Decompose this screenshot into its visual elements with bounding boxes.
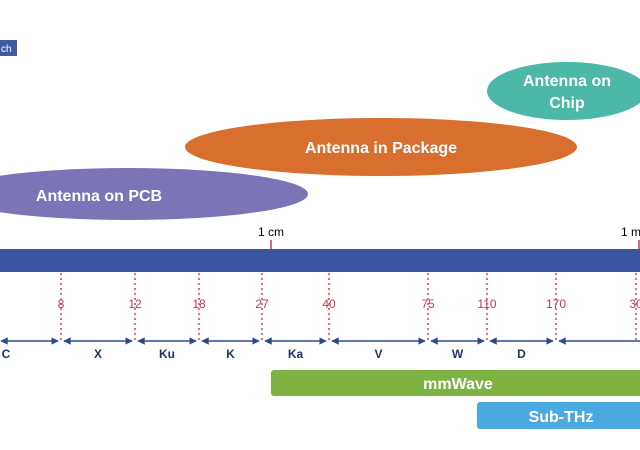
band-label-k: K — [226, 347, 235, 361]
scale-bar — [0, 249, 640, 272]
ellipse-antenna-on-chip-label-line2: Chip — [549, 95, 585, 112]
scale-label-1cm: 1 cm — [258, 225, 284, 239]
range-sub-thz-label: Sub-THz — [529, 409, 594, 426]
ellipse-antenna-on-chip-shape — [487, 62, 640, 120]
band-label-ka: Ka — [288, 347, 304, 361]
band-label-ku: Ku — [159, 347, 175, 361]
band-label-v: V — [374, 347, 382, 361]
scale-label-1mm: 1 m — [621, 225, 640, 239]
band-label-w: W — [452, 347, 464, 361]
frequency-tick-label-30: 30 — [629, 297, 640, 311]
ellipse-antenna-on-pcb-label: Antenna on PCB — [36, 188, 162, 205]
frequency-tick-label-75: 75 — [421, 297, 435, 311]
ellipse-antenna-in-package-shape — [185, 118, 577, 176]
range-mmwave-label: mmWave — [423, 376, 493, 393]
range-sub-thz: Sub-THz — [477, 402, 640, 429]
frequency-tick-label-40: 40 — [322, 297, 336, 311]
frequency-bands: C X Ku K Ka V W D — [0, 337, 640, 361]
ellipse-antenna-in-package-label: Antenna in Package — [305, 140, 457, 157]
frequency-ticks: 8 12 18 27 40 75 110 170 30 — [58, 273, 640, 342]
frequency-tick-label-12: 12 — [128, 297, 142, 311]
ellipse-antenna-on-pcb: Antenna on PCB — [0, 168, 308, 220]
range-mmwave: mmWave — [271, 370, 640, 396]
band-label-d: D — [517, 347, 526, 361]
band-label-c: C — [2, 347, 11, 361]
range-sub-thz-bar — [477, 402, 640, 429]
ellipse-antenna-in-package: Antenna in Package — [185, 118, 577, 176]
frequency-tick-label-18: 18 — [192, 297, 206, 311]
corner-tag: ch — [0, 40, 17, 56]
ellipse-antenna-on-chip-label-line1: Antenna on — [523, 73, 611, 90]
ellipse-antenna-on-pcb-shape — [0, 168, 308, 220]
range-mmwave-bar — [271, 370, 640, 396]
ellipse-antenna-on-chip: Antenna on Chip — [487, 62, 640, 120]
corner-tag-text: ch — [1, 44, 12, 55]
frequency-tick-label-170: 170 — [546, 297, 566, 311]
corner-tag-bg — [0, 40, 17, 56]
frequency-tick-label-8: 8 — [58, 297, 65, 311]
frequency-tick-label-27: 27 — [255, 297, 269, 311]
frequency-tick-label-110: 110 — [477, 297, 496, 311]
band-label-x: X — [94, 347, 102, 361]
